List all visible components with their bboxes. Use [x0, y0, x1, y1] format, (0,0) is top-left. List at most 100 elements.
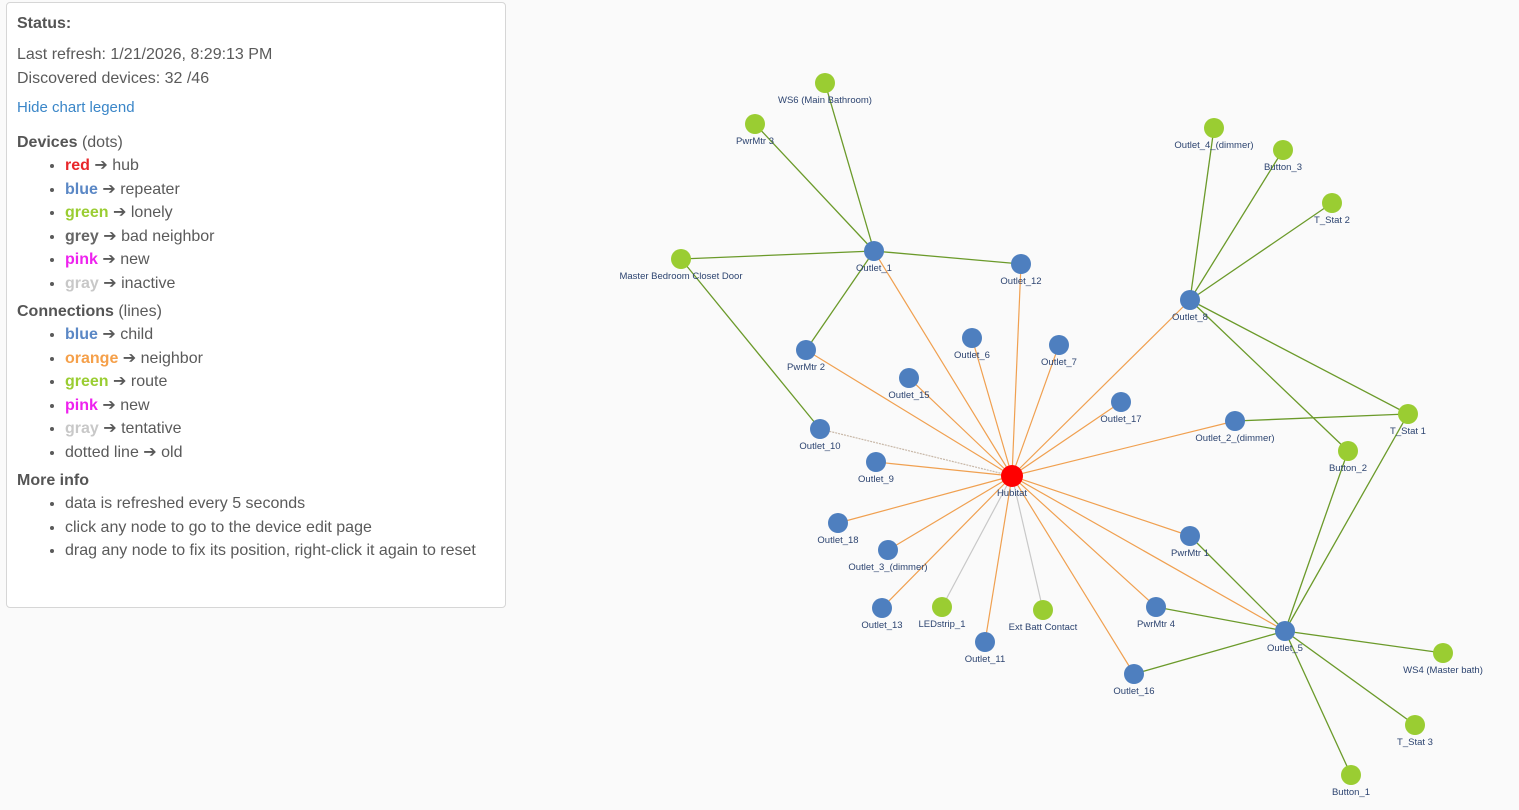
- legend-item: green ➔ lonely: [65, 201, 495, 225]
- repeater-node-dot[interactable]: [1180, 526, 1200, 546]
- node-pm3[interactable]: PwrMtr 3: [736, 114, 774, 147]
- repeater-node-dot[interactable]: [810, 419, 830, 439]
- node-hub[interactable]: Hubitat: [997, 465, 1027, 499]
- repeater-node-dot[interactable]: [872, 598, 892, 618]
- node-o3[interactable]: Outlet_3_(dimmer): [848, 540, 928, 573]
- lonely-node-dot[interactable]: [1033, 600, 1053, 620]
- repeater-node-dot[interactable]: [828, 513, 848, 533]
- hub-node-dot[interactable]: [1001, 465, 1023, 487]
- legend-meaning: child: [120, 326, 154, 343]
- edge-route: [1284, 630, 1352, 776]
- node-o6[interactable]: Outlet_6: [954, 328, 990, 361]
- edge-route: [805, 250, 875, 351]
- edge-neighbor: [837, 475, 1013, 524]
- node-b1[interactable]: Button_1: [1332, 765, 1370, 798]
- node-o12[interactable]: Outlet_12: [1000, 254, 1042, 287]
- node-ts2[interactable]: T_Stat 2: [1314, 193, 1350, 226]
- repeater-node-dot[interactable]: [1225, 411, 1245, 431]
- node-label: PwrMtr 1: [1171, 548, 1209, 559]
- edge-tentative: [1011, 475, 1044, 611]
- node-o5[interactable]: Outlet_5: [1267, 621, 1303, 654]
- node-ts3[interactable]: T_Stat 3: [1397, 715, 1433, 748]
- arrow-icon: ➔: [97, 326, 121, 343]
- repeater-node-dot[interactable]: [864, 241, 884, 261]
- repeater-node-dot[interactable]: [1049, 335, 1069, 355]
- node-b2[interactable]: Button_2: [1329, 441, 1367, 474]
- edge-old: [819, 428, 1013, 477]
- lonely-node-dot[interactable]: [1433, 643, 1453, 663]
- node-label: Outlet_2_(dimmer): [1195, 433, 1274, 444]
- hide-legend-link[interactable]: Hide chart legend: [17, 99, 135, 116]
- node-o15[interactable]: Outlet_15: [888, 368, 930, 401]
- repeater-node-dot[interactable]: [796, 340, 816, 360]
- node-ws6[interactable]: WS6 (Main Bathroom): [778, 73, 872, 106]
- node-pm1[interactable]: PwrMtr 1: [1171, 526, 1209, 559]
- legend-item: dotted line ➔ old: [65, 441, 495, 465]
- repeater-node-dot[interactable]: [1275, 621, 1295, 641]
- lonely-node-dot[interactable]: [1273, 140, 1293, 160]
- node-label: PwrMtr 3: [736, 136, 774, 147]
- edge-route: [1189, 299, 1349, 452]
- lonely-node-dot[interactable]: [671, 249, 691, 269]
- legend-item: grey ➔ bad neighbor: [65, 225, 495, 249]
- node-o17[interactable]: Outlet_17: [1100, 392, 1142, 425]
- node-label: Outlet_16: [1113, 686, 1154, 697]
- lonely-node-dot[interactable]: [932, 597, 952, 617]
- lonely-node-dot[interactable]: [1341, 765, 1361, 785]
- node-o18[interactable]: Outlet_18: [817, 513, 859, 546]
- repeater-node-dot[interactable]: [1146, 597, 1166, 617]
- lonely-node-dot[interactable]: [1405, 715, 1425, 735]
- node-ws4[interactable]: WS4 (Master bath): [1403, 643, 1483, 676]
- node-o1[interactable]: Outlet_1: [856, 241, 892, 274]
- repeater-node-dot[interactable]: [1180, 290, 1200, 310]
- node-label: Outlet_7: [1041, 357, 1077, 368]
- node-o4[interactable]: Outlet_4_(dimmer): [1174, 118, 1254, 151]
- node-label: Outlet_18: [817, 535, 858, 546]
- node-o2[interactable]: Outlet_2_(dimmer): [1195, 411, 1275, 444]
- repeater-node-dot[interactable]: [962, 328, 982, 348]
- node-label: Outlet_6: [954, 350, 990, 361]
- node-pm2[interactable]: PwrMtr 2: [787, 340, 825, 373]
- lonely-node-dot[interactable]: [815, 73, 835, 93]
- node-pm4[interactable]: PwrMtr 4: [1137, 597, 1175, 630]
- edge-route: [1284, 450, 1349, 632]
- node-o8[interactable]: Outlet_8: [1172, 290, 1208, 323]
- node-o16[interactable]: Outlet_16: [1113, 664, 1155, 697]
- lonely-node-dot[interactable]: [1398, 404, 1418, 424]
- lonely-node-dot[interactable]: [1204, 118, 1224, 138]
- node-label: Outlet_12: [1000, 276, 1041, 287]
- legend-color-word: green: [65, 373, 109, 390]
- edge-route: [1189, 202, 1333, 301]
- repeater-node-dot[interactable]: [1124, 664, 1144, 684]
- node-label: Ext Batt Contact: [1009, 622, 1078, 633]
- node-led[interactable]: LEDstrip_1: [919, 597, 966, 630]
- node-mbcd[interactable]: Master Bedroom Closet Door: [619, 249, 743, 282]
- node-o7[interactable]: Outlet_7: [1041, 335, 1077, 368]
- repeater-node-dot[interactable]: [975, 632, 995, 652]
- lonely-node-dot[interactable]: [745, 114, 765, 134]
- repeater-node-dot[interactable]: [866, 452, 886, 472]
- repeater-node-dot[interactable]: [1111, 392, 1131, 412]
- node-o13[interactable]: Outlet_13: [861, 598, 903, 631]
- connections-legend-list: blue ➔ childorange ➔ neighborgreen ➔ rou…: [17, 323, 495, 464]
- node-o9[interactable]: Outlet_9: [858, 452, 894, 485]
- node-ebc[interactable]: Ext Batt Contact: [1009, 600, 1078, 633]
- edge-neighbor: [1011, 299, 1191, 477]
- node-b3[interactable]: Button_3: [1264, 140, 1302, 173]
- node-o10[interactable]: Outlet_10: [799, 419, 841, 452]
- edge-neighbor: [1011, 344, 1060, 477]
- repeater-node-dot[interactable]: [899, 368, 919, 388]
- lonely-node-dot[interactable]: [1322, 193, 1342, 213]
- edge-route: [680, 250, 875, 260]
- legend-panel: Status: Last refresh: 1/21/2026, 8:29:13…: [6, 2, 506, 608]
- edge-neighbor: [1011, 401, 1122, 477]
- node-o11[interactable]: Outlet_11: [965, 632, 1006, 665]
- arrow-icon: ➔: [98, 227, 122, 245]
- legend-meaning: neighbor: [140, 349, 203, 367]
- repeater-node-dot[interactable]: [878, 540, 898, 560]
- legend-color-word: red: [65, 157, 90, 174]
- repeater-node-dot[interactable]: [1011, 254, 1031, 274]
- node-ts1[interactable]: T_Stat 1: [1390, 404, 1426, 437]
- lonely-node-dot[interactable]: [1338, 441, 1358, 461]
